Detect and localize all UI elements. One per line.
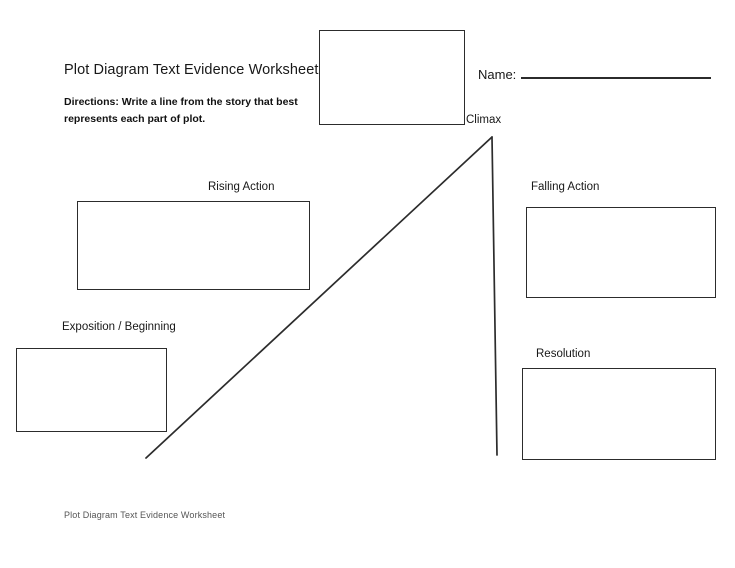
page-title: Plot Diagram Text Evidence Worksheet xyxy=(64,62,319,78)
label-resolution: Resolution xyxy=(536,348,591,360)
rising-action-answer-box[interactable] xyxy=(77,201,310,290)
label-climax: Climax xyxy=(466,114,502,126)
falling-action-line xyxy=(491,136,498,456)
footer-title: Plot Diagram Text Evidence Worksheet xyxy=(64,510,226,520)
exposition-answer-box[interactable] xyxy=(16,348,167,432)
rising-action-line xyxy=(145,136,493,459)
label-exposition: Exposition / Beginning xyxy=(62,321,176,333)
climax-answer-box[interactable] xyxy=(319,30,465,125)
resolution-answer-box[interactable] xyxy=(522,368,716,460)
directions-text: Directions: Write a line from the story … xyxy=(64,96,298,125)
falling-action-answer-box[interactable] xyxy=(526,207,716,298)
name-input-blank[interactable] xyxy=(521,66,712,79)
name-field[interactable]: Name: xyxy=(478,66,712,82)
label-rising-action: Rising Action xyxy=(208,181,275,193)
name-label: Name: xyxy=(478,67,517,82)
label-falling-action: Falling Action xyxy=(531,181,600,193)
